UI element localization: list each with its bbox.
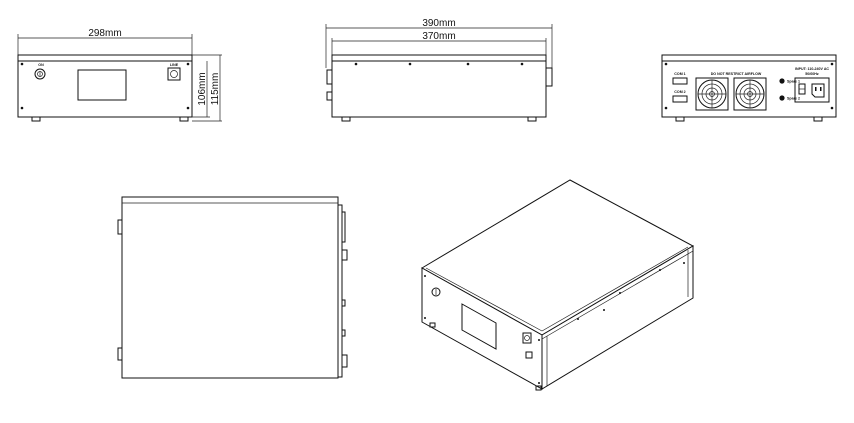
com1-port-icon: COM 1 <box>672 72 688 85</box>
fans-title-label: DO NOT RESTRICT AIRFLOW <box>711 72 762 76</box>
display-window <box>77 69 127 101</box>
key-label: ON <box>38 63 44 67</box>
input-freq-label: 50/60Hz <box>805 72 819 76</box>
port-label: LINE <box>170 63 179 67</box>
dimension-front-height: 106mm 115mm <box>192 54 222 122</box>
dim-side-depth-outer-label: 390mm <box>422 18 455 29</box>
isometric-view <box>420 179 695 391</box>
spare1-connector-icon: Spare 1 <box>779 78 800 84</box>
key-switch-icon: ON <box>34 63 46 80</box>
iso-key-switch-icon <box>431 287 441 297</box>
com1-label: COM 1 <box>674 72 685 76</box>
com2-port-icon: COM 2 <box>672 90 688 103</box>
spare2-label: Spare 2 <box>787 97 800 101</box>
dimension-side-depth: 390mm 370mm <box>325 18 553 68</box>
iso-display-window <box>461 303 497 350</box>
power-inlet-icon <box>794 77 830 103</box>
input-label: INPUT: 110-240V AC <box>795 67 829 71</box>
dim-front-height-outer-label: 115mm <box>210 73 221 106</box>
fan-right-icon <box>733 77 767 111</box>
spare1-label: Spare 1 <box>787 80 800 84</box>
dim-front-width-label: 298mm <box>88 28 121 39</box>
top-view <box>117 196 348 379</box>
front-view: 298mm ON LINE <box>17 28 222 122</box>
dimension-front-width: 298mm <box>17 28 193 58</box>
rear-view: COM 1 COM 2 DO NOT RESTRICT AIRFLOW <box>661 54 837 122</box>
com2-label: COM 2 <box>674 90 685 94</box>
fan-left-icon <box>695 77 729 111</box>
spare2-connector-icon: Spare 2 <box>779 95 800 101</box>
dim-front-height-inner-label: 106mm <box>197 72 208 105</box>
side-view: 390mm 370mm <box>325 18 553 122</box>
line-port-icon: LINE <box>167 63 181 81</box>
iso-port-icon <box>522 332 533 359</box>
dim-side-depth-inner-label: 370mm <box>422 31 455 42</box>
